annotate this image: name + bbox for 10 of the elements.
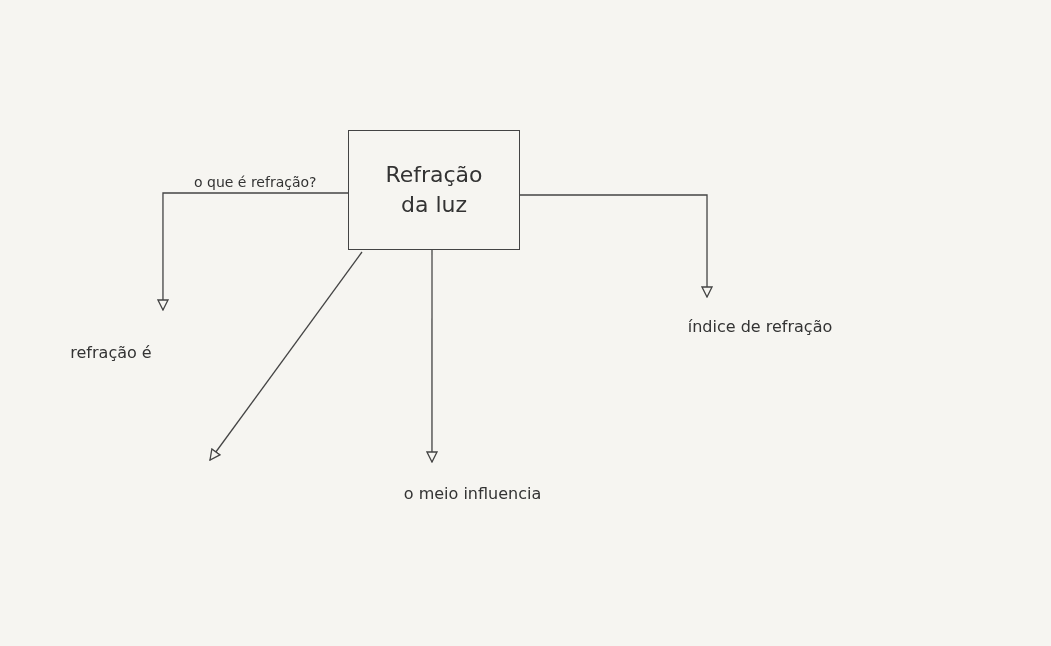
arrow — [209, 251, 363, 461]
arrow — [426, 249, 438, 463]
topic-title: Refração da luz — [384, 161, 484, 219]
arrow — [157, 192, 349, 311]
concept-label: o meio influencia — [380, 462, 565, 503]
topic-box — [348, 130, 520, 250]
concept-label: índice de refração — [632, 297, 888, 336]
arrow — [519, 194, 713, 298]
concept-label: refração é — [55, 310, 167, 362]
edge-label: o que é refração? — [192, 174, 319, 190]
